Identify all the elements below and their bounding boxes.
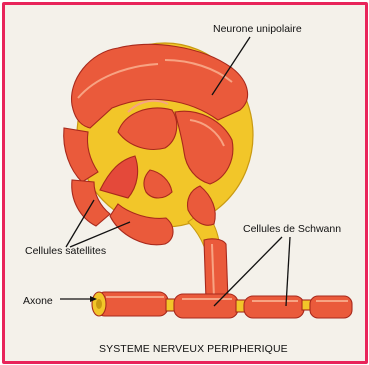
label-cellules-schwann: Cellules de Schwann	[243, 223, 341, 235]
schwann-cells-vertical	[204, 239, 228, 303]
label-cellules-satellites: Cellules satellites	[25, 245, 106, 257]
label-axone: Axone	[23, 295, 53, 307]
label-neurone-unipolaire: Neurone unipolaire	[213, 23, 302, 35]
figure-caption: SYSTEME NERVEUX PERIPHERIQUE	[99, 343, 288, 355]
axon-segment	[92, 292, 352, 318]
